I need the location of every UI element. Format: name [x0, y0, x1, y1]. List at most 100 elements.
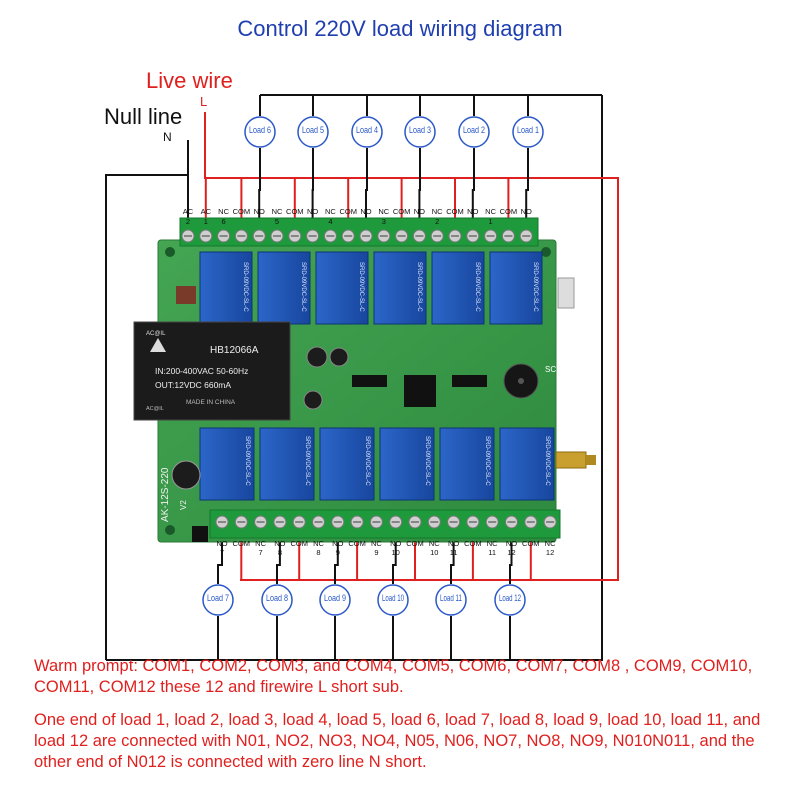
top-terminal-screw — [519, 229, 533, 243]
load-badge: Load 8 — [261, 584, 293, 616]
load-label: Load 9 — [324, 593, 346, 603]
bottom-terminal-screw — [447, 515, 461, 529]
top-terminal-label: AC — [201, 207, 212, 216]
bottom-terminal-number: 11 — [488, 548, 496, 557]
bottom-terminal-screw — [369, 515, 383, 529]
relay: SRD-09VDC-SL-C — [489, 251, 543, 325]
relay-label: SRD-09VDC-SL-C — [532, 262, 538, 312]
bottom-terminal-screw — [234, 515, 248, 529]
power-module: AC@IL HB12066A IN:200-400VAC 50-60Hz OUT… — [133, 321, 291, 421]
top-terminal-screw — [466, 229, 480, 243]
relay-label: SRD-09VDC-SL-C — [244, 436, 250, 486]
bottom-terminal-number: 7 — [259, 548, 263, 557]
bottom-terminal-screw — [427, 515, 441, 529]
top-terminal-label: NO — [414, 207, 425, 216]
top-terminal-label: NC — [218, 207, 229, 216]
capacitors — [171, 286, 349, 490]
top-terminal-screw — [484, 229, 498, 243]
relay-label: SRD-09VDC-SL-C — [364, 436, 370, 486]
bottom-terminal-screw — [408, 515, 422, 529]
bottom-terminal-number: 8 — [316, 548, 320, 557]
load-label: Load 6 — [249, 125, 271, 135]
bottom-terminal-label: NC — [255, 539, 266, 548]
bottom-terminal-screw — [543, 515, 557, 529]
power-module-input: IN:200-400VAC 50-60Hz — [155, 366, 248, 376]
relay: SRD-09VDC-SL-C — [199, 427, 255, 501]
load-badge: Load 5 — [297, 116, 329, 148]
top-terminal-label: NC — [272, 207, 283, 216]
live-wire-label: Live wire — [146, 68, 233, 93]
relay: SRD-09VDC-SL-C — [499, 427, 555, 501]
power-module-logo — [150, 338, 166, 352]
top-terminal-number: 4 — [328, 217, 332, 226]
diagram-title: Control 220V load wiring diagram — [237, 16, 563, 41]
antenna-connector — [555, 451, 596, 469]
bottom-terminal-label: NO — [332, 539, 343, 548]
relay-row-top: SRD-09VDC-SL-C SRD-09VDC-SL-C SRD-09VDC-SL… — [199, 251, 543, 325]
bottom-terminal-label: COM — [290, 539, 308, 548]
top-terminal-screw — [395, 229, 409, 243]
bottom-terminal-label: NO — [390, 539, 401, 548]
bottom-terminal-label: NC — [487, 539, 498, 548]
mount-hole — [165, 247, 175, 257]
neutral-wire-left — [105, 140, 189, 660]
relay-board: SRD-09VDC-SL-C SRD-09VDC-SL-C SRD-09VDC-SL… — [133, 217, 596, 543]
top-terminal-label: COM — [339, 207, 357, 216]
relay: SRD-09VDC-SL-C — [379, 427, 435, 501]
load-badge: Load 11 — [435, 584, 467, 616]
null-line-symbol: N — [163, 130, 172, 144]
relay: SRD-09VDC-SL-C — [259, 427, 315, 501]
load-badge: Load 12 — [494, 584, 526, 616]
bottom-terminal-screw — [215, 515, 229, 529]
load-badge: Load 1 — [512, 116, 544, 148]
top-terminal-screw — [412, 229, 426, 243]
top-terminal-screw — [217, 229, 231, 243]
top-terminal-screw — [270, 229, 284, 243]
relay-label: SRD-09VDC-SL-C — [424, 436, 430, 486]
top-terminal-screws — [181, 229, 533, 243]
load-label: Load 12 — [499, 593, 521, 603]
board-version: V2 — [179, 500, 188, 510]
top-terminal-screw — [252, 229, 266, 243]
bottom-terminal-label: NO — [274, 539, 285, 548]
bottom-terminal-number: 10 — [430, 548, 438, 557]
board-model: AK-12S-220 — [160, 467, 171, 522]
relay-row-bottom: SRD-09VDC-SL-C SRD-09VDC-SL-C SRD-09VDC-SL… — [199, 427, 555, 501]
load-label: Load 2 — [463, 125, 485, 135]
load-badge: Load 3 — [404, 116, 436, 148]
bottom-terminal-screw — [350, 515, 364, 529]
bottom-terminal-number: 9 — [374, 548, 378, 557]
relay: SRD-09VDC-SL-C — [439, 427, 495, 501]
top-terminal-screw — [501, 229, 515, 243]
relay-label: SRD-09VDC-SL-C — [242, 262, 248, 312]
microcontroller — [404, 375, 436, 407]
bottom-terminal-screw — [254, 515, 268, 529]
relay: SRD-09VDC-SL-C — [257, 251, 311, 325]
top-terminal-screw — [306, 229, 320, 243]
bottom-terminal-label: NO — [216, 539, 227, 548]
top-terminal-label: AC — [183, 207, 194, 216]
neutral-wiring — [105, 94, 603, 661]
bottom-terminal-screw — [273, 515, 287, 529]
top-terminal-label: NC — [325, 207, 336, 216]
top-terminal-screw — [341, 229, 355, 243]
bottom-terminal-label: COM — [522, 539, 540, 548]
status-led — [192, 526, 208, 542]
top-terminal-label: COM — [446, 207, 464, 216]
load-badge: Load 6 — [244, 116, 276, 148]
top-terminal-label: NO — [254, 207, 265, 216]
relay-label: SRD-09VDC-SL-C — [474, 262, 480, 312]
load-label: Load 1 — [517, 125, 539, 135]
bottom-terminal-screw — [331, 515, 345, 529]
power-module-maker: AC@IL — [146, 406, 164, 412]
bottom-terminal-screw — [292, 515, 306, 529]
load-badge: Load 10 — [377, 584, 409, 616]
null-line-label: Null line — [104, 104, 183, 129]
load-connection-note: One end of load 1, load 2, load 3, load … — [34, 711, 761, 771]
relay-label: SRD-09VDC-SL-C — [544, 436, 550, 486]
relay: SRD-09VDC-SL-C — [431, 251, 485, 325]
relay: SRD-09VDC-SL-C — [373, 251, 427, 325]
top-terminal-label: NO — [360, 207, 371, 216]
